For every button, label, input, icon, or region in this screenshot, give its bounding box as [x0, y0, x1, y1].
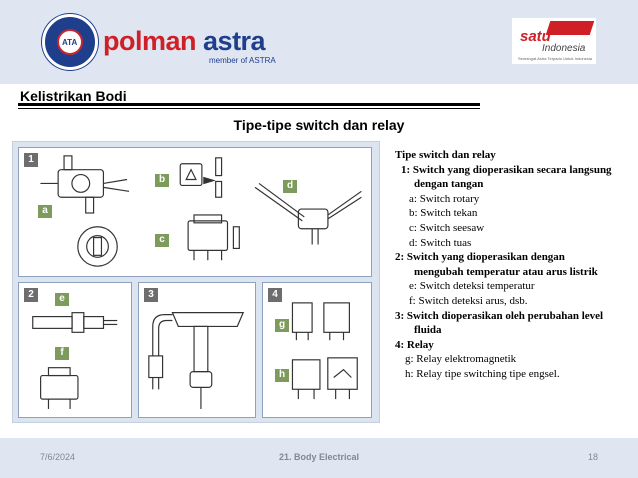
fluid-level-switch-sketch-icon: [148, 312, 245, 409]
description-item: d: Switch tuas: [409, 236, 472, 249]
description-item: 4: Relay: [395, 338, 434, 351]
relay-sketch-icon: [291, 302, 358, 400]
label-f: f: [55, 347, 69, 360]
brand-part-2: astra: [203, 26, 266, 56]
description-item: b: Switch tekan: [409, 207, 478, 220]
indonesia-wordmark-icon: Indonesia: [542, 43, 586, 54]
description-item: fluida: [414, 324, 442, 337]
satu-indonesia-logo: satu Indonesia Semangat Astra Terpadu Un…: [512, 18, 596, 64]
title-rule-thin: [18, 108, 480, 109]
footer-title: 21. Body Electrical: [278, 452, 360, 462]
description-item: e: Switch deteksi temperatur: [409, 280, 535, 293]
panel-number-4: 4: [268, 288, 282, 302]
description-item: 3: Switch dioperasikan oleh perubahan le…: [395, 309, 604, 322]
description-item: a: Switch rotary: [409, 192, 480, 205]
polman-astra-seal-logo: ATA: [42, 14, 98, 70]
description-item: 1: Switch yang dioperasikan secara langs…: [401, 163, 612, 176]
description-item: mengubah temperatur atau arus listrik: [414, 265, 598, 278]
panel-4: 4 g h: [262, 282, 372, 418]
description-list: Tipe switch dan relay 1: Switch yang dio…: [395, 148, 635, 382]
brand-part-1: polman: [103, 26, 197, 56]
brand-subtitle: member of ASTRA: [209, 56, 276, 65]
label-a: a: [38, 205, 52, 218]
description-item: 2: Switch yang dioperasikan dengan: [395, 251, 565, 264]
footer-bar: [0, 438, 638, 478]
label-e: e: [55, 293, 69, 306]
satu-wordmark-icon: satu: [520, 28, 551, 45]
manual-switches-sketch-icon: [40, 155, 362, 267]
slide-title: Tipe-tipe switch dan relay: [233, 117, 405, 133]
panel-3: 3: [138, 282, 256, 418]
label-h: h: [275, 369, 289, 382]
seal-emblem-icon: ATA: [57, 29, 83, 55]
brand-wordmark: polman astra: [103, 26, 266, 57]
description-heading: Tipe switch dan relay: [395, 149, 496, 161]
panel-number-2: 2: [24, 288, 38, 302]
sensor-switches-sketch-icon: [32, 312, 118, 409]
label-d: d: [283, 180, 297, 193]
description-item: f: Switch deteksi arus, dsb.: [409, 294, 528, 307]
description-item: dengan tangan: [414, 178, 484, 191]
footer-date: 7/6/2024: [40, 452, 76, 462]
description-item: g: Relay elektromagnetik: [405, 353, 517, 366]
footer-page-number: 18: [588, 452, 599, 462]
section-title: Kelistrikan Bodi: [20, 88, 127, 104]
label-b: b: [155, 174, 169, 187]
panel-number-1: 1: [24, 153, 38, 167]
label-g: g: [275, 319, 289, 332]
panel-1: 1 a b c d: [18, 147, 372, 277]
satu-tagline-icon: Semangat Astra Terpadu Untuk Indonesia: [518, 56, 592, 61]
switch-relay-figure: 1 a b c d 2 e f: [12, 141, 380, 423]
title-rule-thick: [18, 103, 480, 106]
panel-number-3: 3: [144, 288, 158, 302]
label-c: c: [155, 234, 169, 247]
panel-2: 2 e f: [18, 282, 132, 418]
description-item: c: Switch seesaw: [409, 221, 485, 234]
flag-icon: [545, 21, 595, 35]
description-item: h: Relay tipe switching tipe engsel.: [405, 367, 560, 380]
